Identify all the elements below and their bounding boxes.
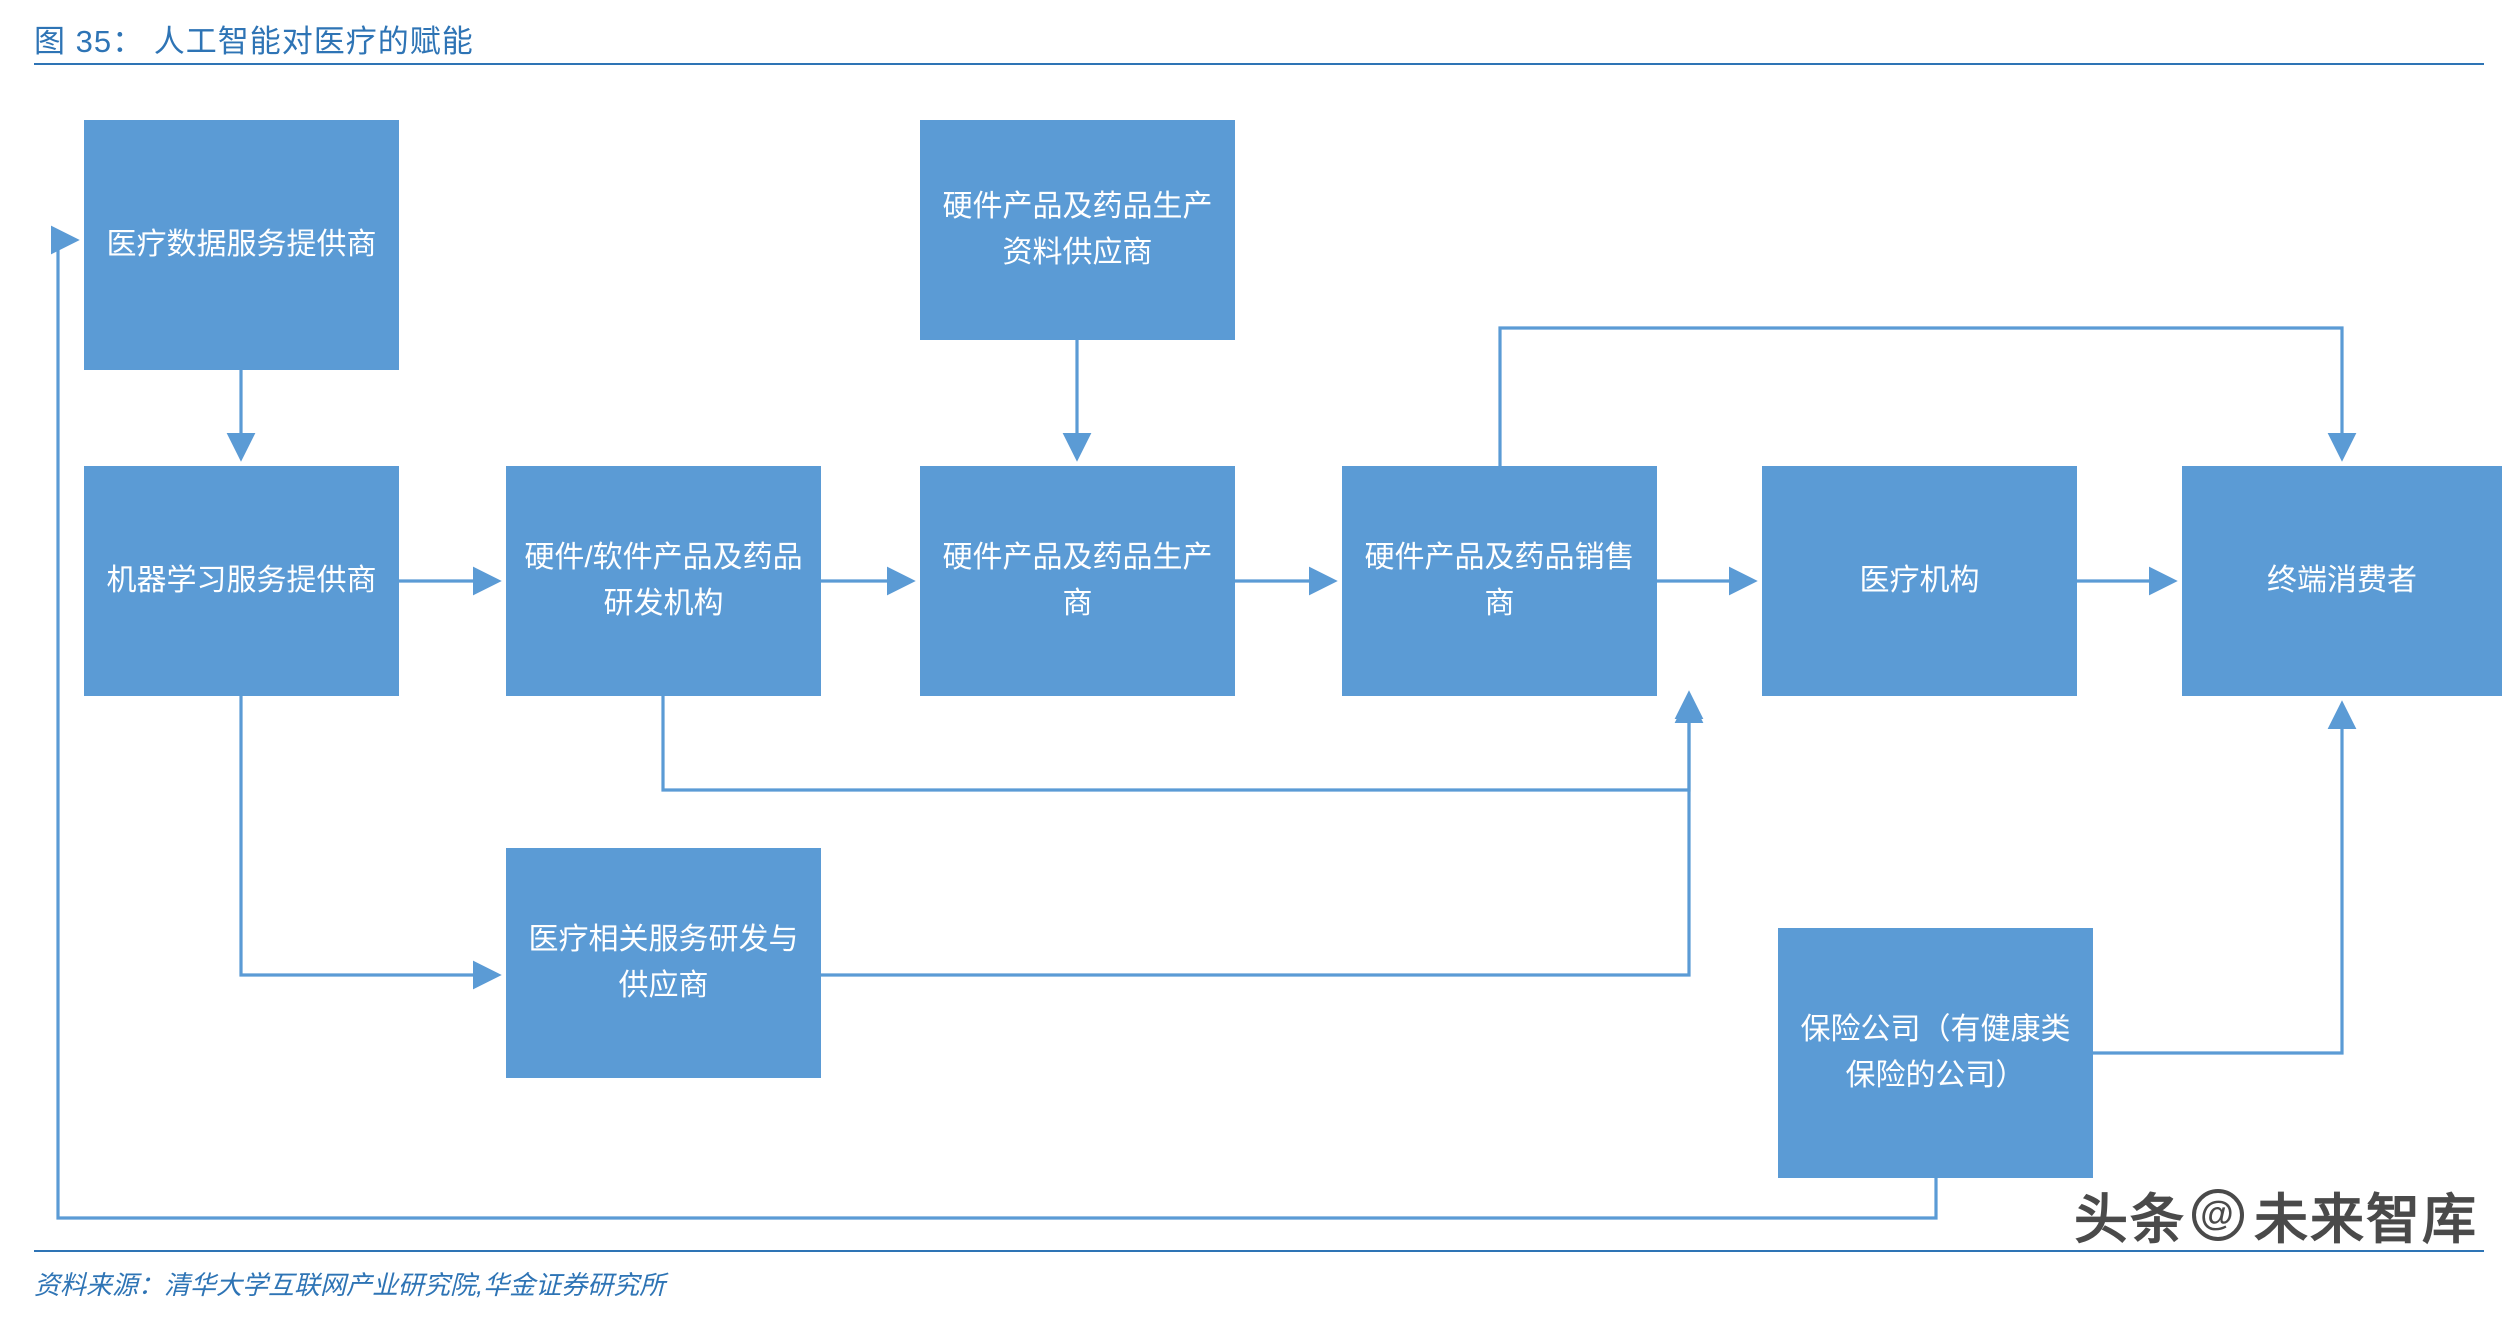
node-label: 医疗机构 [1859,564,1980,597]
footer-divider [34,1250,2484,1252]
node-end-consumer[interactable]: 终端消费者 [2182,466,2502,696]
node-medical-institution[interactable]: 医疗机构 [1762,466,2077,696]
node-label: 机器学习服务提供商 [106,564,377,597]
page-title: 图 35： 人工智能对医疗的赋能 [34,24,474,59]
node-hardware-and-drug-material-supplier[interactable]: 硬件产品及药品生产资料供应商 [920,120,1235,340]
watermark: 头条 @ 未来智库 [2074,1175,2478,1254]
node-label: 硬件产品及药品销售商 [1364,541,1635,620]
node-insurance-company[interactable]: 保险公司（有健康类保险的公司） [1778,928,2093,1178]
node-hardware-and-drug-distributor[interactable]: 硬件产品及药品销售商 [1342,466,1657,696]
source-note: 资料来源：清华大学互联网产业研究院,华金证券研究所 [34,1270,666,1300]
node-label: 硬件/软件产品及药品研发机构 [524,541,803,620]
node-label: 医疗相关服务研发与供应商 [528,923,799,1002]
node-hardware-software-and-drug-rnd-institution[interactable]: 硬件/软件产品及药品研发机构 [506,466,821,696]
node-machine-learning-service-provider[interactable]: 机器学习服务提供商 [84,466,399,696]
node-label: 医疗数据服务提供商 [106,228,377,261]
node-hardware-and-drug-manufacturer[interactable]: 硬件产品及药品生产商 [920,466,1235,696]
node-medical-data-service-provider[interactable]: 医疗数据服务提供商 [84,120,399,370]
watermark-left-text: 头条 [2074,1190,2186,1250]
node-label: 硬件产品及药品生产资料供应商 [942,190,1213,269]
watermark-right-text: 未来智库 [2254,1190,2478,1250]
node-label: 终端消费者 [2267,564,2417,597]
node-label: 保险公司（有健康类保险的公司） [1800,1013,2071,1092]
title-divider [34,63,2484,65]
at-icon: @ [2192,1188,2244,1241]
node-medical-related-service-rnd-and-supplier[interactable]: 医疗相关服务研发与供应商 [506,848,821,1078]
node-label: 硬件产品及药品生产商 [942,541,1213,620]
